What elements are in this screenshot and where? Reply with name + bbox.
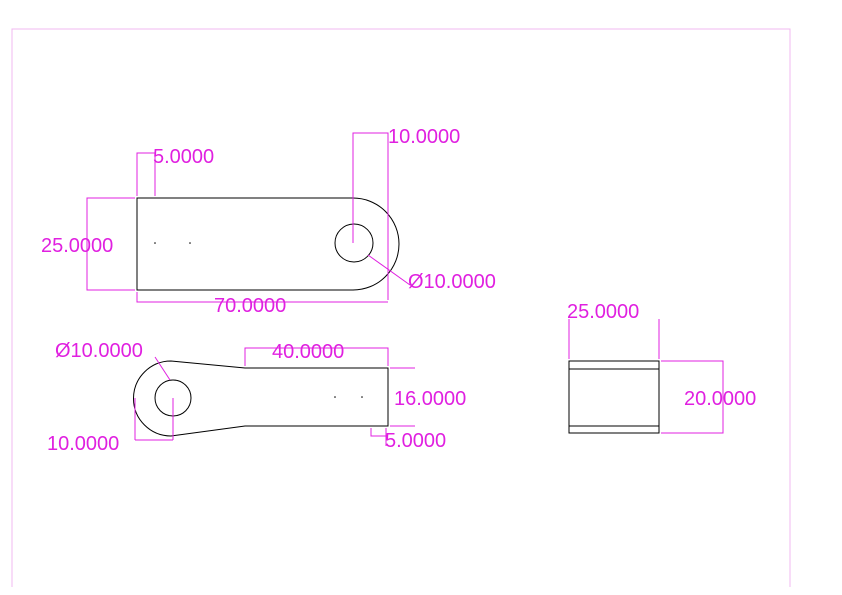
front-hole-diameter-dimension: Ø10.0000 — [55, 340, 143, 362]
top-offset-dimension: 5.0000 — [153, 146, 214, 168]
front-length-dimension-line — [244, 347, 389, 366]
top-length-dimension: 70.0000 — [214, 295, 286, 317]
front-hole-offset-dimension-line — [134, 398, 174, 441]
top-height-dimension-line — [86, 197, 135, 291]
side-view-outline — [568, 360, 660, 434]
side-width-dimension-line — [568, 319, 660, 359]
side-height-dimension: 20.0000 — [684, 388, 756, 410]
front-height-dimension-line — [390, 367, 415, 427]
front-offset-dimension: 5.0000 — [385, 430, 446, 452]
top-hole-diameter-leader — [367, 254, 411, 286]
top-view-hole — [334, 223, 374, 263]
top-view-outline — [136, 197, 400, 291]
front-offset-dimension-line — [370, 428, 387, 446]
top-hole-offset-dimension-line — [352, 132, 389, 300]
top-hole-diameter-dimension: Ø10.0000 — [408, 271, 496, 293]
top-height-dimension: 25.0000 — [41, 235, 113, 257]
front-height-dimension: 16.0000 — [394, 388, 466, 410]
top-view-center-mark — [154, 242, 156, 244]
side-width-dimension: 25.0000 — [567, 301, 639, 323]
front-hole-diameter-leader — [154, 356, 171, 381]
front-hole-offset-dimension: 10.0000 — [47, 433, 119, 455]
front-view-outline — [133, 360, 389, 437]
top-view: 5.0000 10.0000 25.0000 70.0000 Ø10.0000 — [41, 126, 496, 317]
top-length-dimension-line — [136, 292, 388, 303]
top-view-center-mark — [189, 242, 191, 244]
front-view-center-mark — [334, 396, 336, 398]
top-offset-dimension-line — [136, 152, 156, 196]
side-view: 25.0000 20.0000 — [567, 301, 756, 434]
top-hole-offset-dimension: 10.0000 — [388, 126, 460, 148]
front-view: Ø10.0000 40.0000 16.0000 10.0000 5.0000 — [47, 340, 466, 455]
front-view-center-mark — [361, 396, 363, 398]
side-height-dimension-line — [661, 360, 724, 434]
front-length-dimension: 40.0000 — [272, 341, 344, 363]
sheet-border — [11, 28, 791, 587]
